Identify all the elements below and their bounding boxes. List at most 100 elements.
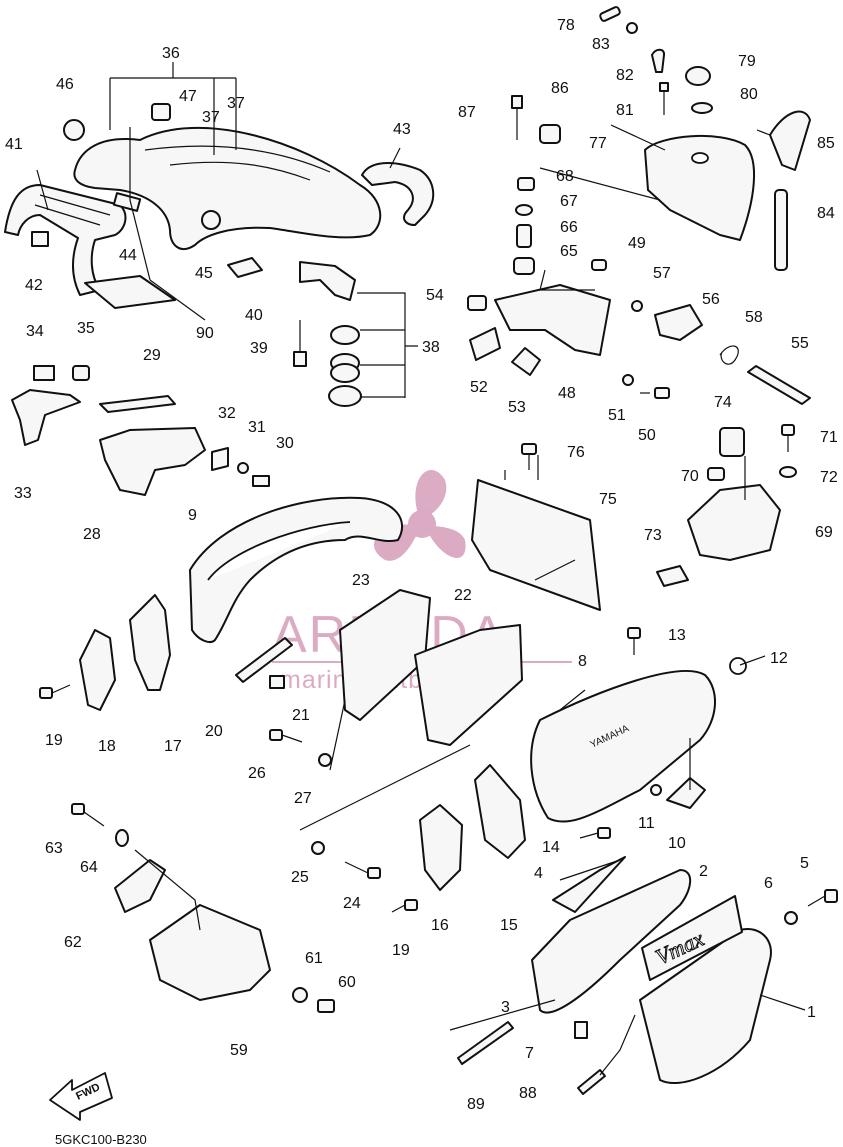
callout-80: 80 [740,86,758,103]
part-30-screw [252,475,270,487]
callout-50: 50 [638,427,656,444]
part-28-cover [99,427,206,496]
callout-68: 68 [556,168,574,185]
callout-64: 64 [80,859,98,876]
callout-88: 88 [519,1085,537,1102]
part-36-rear-cowl [73,127,382,250]
callout-13: 13 [668,627,686,644]
callout-66: 66 [560,219,578,236]
part-3-side-cover [531,869,692,1014]
callout-2: 2 [699,863,708,880]
part-60-bolt [317,999,335,1013]
callout-76: 76 [567,444,585,461]
part-78-pin [599,6,621,22]
callout-75: 75 [599,491,617,508]
callout-7: 7 [525,1045,534,1062]
callout-73: 73 [644,527,662,544]
callout-59: 59 [230,1042,248,1059]
callout-47: 47 [179,88,197,105]
callout-6: 6 [764,875,773,892]
part-10-bracket [666,777,706,809]
callout-32: 32 [218,405,236,422]
fwd-arrow: FWD [49,1072,113,1121]
part-17-side-plate [129,594,171,691]
callout-61: 61 [305,950,323,967]
callout-51: 51 [608,407,626,424]
part-52-hook [469,327,501,361]
callout-37-a: 37 [202,109,220,126]
part-43-grab-bar [361,162,435,226]
callout-83: 83 [592,36,610,53]
part-15-side-panel [474,764,526,859]
part-39-bolt [293,320,307,367]
part-79-cap [685,66,711,86]
part-11-washer [650,784,662,796]
part-69-bracket [687,484,781,561]
callout-57: 57 [653,265,671,282]
part-8-frame-cover: YAMAHA [530,670,717,823]
callout-16: 16 [431,917,449,934]
part-67-washer [515,204,533,216]
callout-8: 8 [578,653,587,670]
callout-55: 55 [791,335,809,352]
part-27-washer [318,753,332,767]
callout-79: 79 [738,53,756,70]
callout-23: 23 [352,572,370,589]
part-48-lock-bracket [494,284,611,356]
callout-10: 10 [668,835,686,852]
part-72-washer [779,466,797,478]
part-9-inner-edge [207,521,351,581]
callout-53: 53 [508,399,526,416]
callout-labels: 1 2 3 4 5 6 7 8 9 10 11 12 13 14 15 16 1… [5,17,838,1113]
part-19-bolt-left [39,684,71,699]
callout-21: 21 [292,707,310,724]
part-7-clip [574,1021,588,1039]
callout-15: 15 [500,917,518,934]
callout-87: 87 [458,104,476,121]
callout-89: 89 [467,1096,485,1113]
callout-34: 34 [26,323,44,340]
callout-62: 62 [64,934,82,951]
part-74-grommet [719,427,745,457]
part-49-clip [591,259,607,271]
callout-18: 18 [98,738,116,755]
callout-82: 82 [616,67,634,84]
part-83-clip [626,22,638,34]
part-55-rod [747,365,811,405]
part-26-bolt [269,729,303,743]
callout-85: 85 [817,135,835,152]
part-68-nut [517,177,535,191]
part-75-battery-box [471,479,601,611]
part-29-strip [99,395,176,413]
part-88-pin [577,1069,606,1095]
part-87-screw [511,95,523,140]
callout-44: 44 [119,247,137,264]
callout-17: 17 [164,738,182,755]
part-34-nut [33,365,55,381]
callout-39: 39 [250,340,268,357]
part-31-washer [237,462,249,474]
callout-54: 54 [426,287,444,304]
part-5-bolt [807,889,838,907]
part-53-plate [511,347,541,376]
callout-24: 24 [343,895,361,912]
part-73-plate [656,565,689,587]
callout-49: 49 [628,235,646,252]
callout-74: 74 [714,394,732,411]
callout-33: 33 [14,485,32,502]
callout-48: 48 [558,385,576,402]
callout-11: 11 [638,815,655,832]
callout-52: 52 [470,379,488,396]
callout-19-left: 19 [45,732,63,749]
part-65-damper [513,257,535,275]
part-22-bracket [414,624,523,746]
callout-43: 43 [393,121,411,138]
part-13-bolt [627,627,641,655]
part-80-washer [691,102,713,114]
part-9-tank-cover [189,496,404,643]
callout-28: 28 [83,526,101,543]
part-20-strip [235,637,293,683]
callout-31: 31 [248,419,266,436]
